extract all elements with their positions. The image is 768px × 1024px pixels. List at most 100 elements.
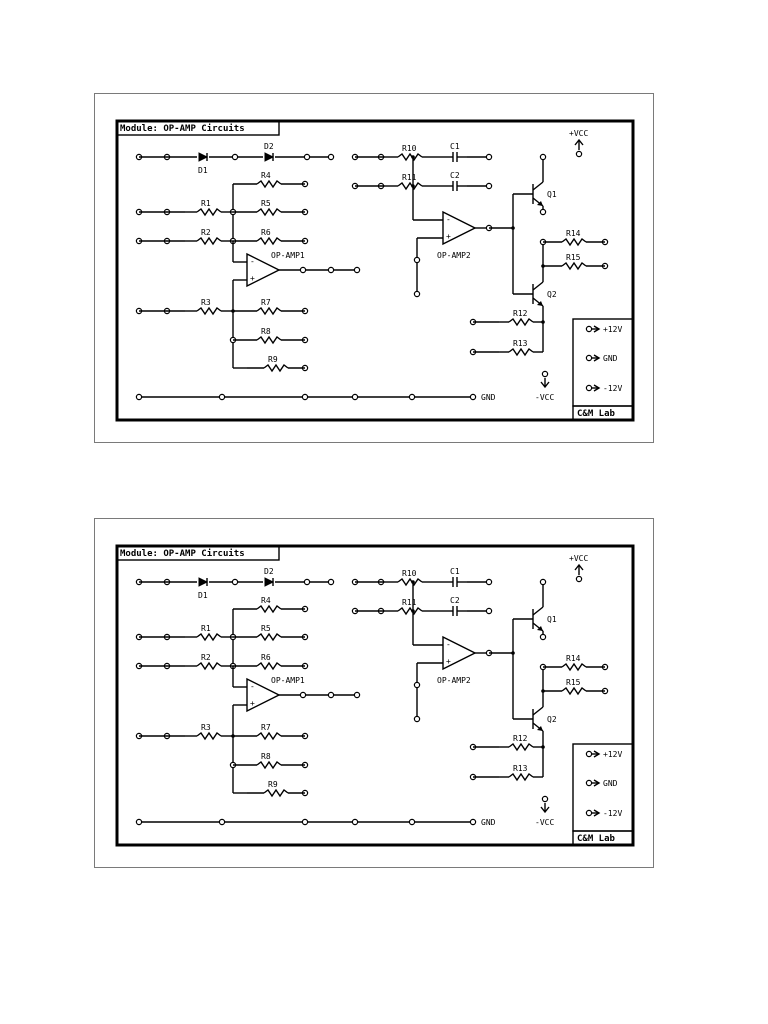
resistor-label: R8 <box>261 327 271 336</box>
terminal-node <box>485 607 493 615</box>
power-terminal-label: GND <box>603 779 618 788</box>
diode-d1: D1 <box>198 577 209 600</box>
resistor-r13: R13 <box>499 764 543 782</box>
vcc-negative-label: -VCC <box>535 393 554 402</box>
opamp-opamp1: -+OP-AMP1 <box>246 676 305 713</box>
capacitor-c2: C2 <box>443 171 467 191</box>
transistor-label: Q1 <box>547 615 557 624</box>
board-border <box>115 119 635 422</box>
diode-label: D2 <box>264 567 274 576</box>
resistor-r3: R3 <box>185 723 233 741</box>
terminal-node <box>541 795 549 803</box>
terminal-node <box>301 818 309 826</box>
resistor-r14: R14 <box>543 229 605 247</box>
resistor-label: R10 <box>402 569 417 578</box>
terminal-node <box>575 575 583 583</box>
capacitor-c1: C1 <box>443 567 467 587</box>
resistor-r10: R10 <box>385 144 435 162</box>
terminal-node <box>539 578 547 586</box>
terminal-node <box>231 153 239 161</box>
terminal-node <box>408 393 416 401</box>
resistor-label: R13 <box>513 339 528 348</box>
terminal-node <box>469 393 477 401</box>
resistor-label: R11 <box>402 598 417 607</box>
plus-sign: + <box>250 699 255 708</box>
terminal-node <box>469 818 477 826</box>
terminal-node <box>485 578 493 586</box>
terminal-node <box>539 153 547 161</box>
minus-sign: - <box>250 257 255 266</box>
resistor-r4: R4 <box>233 171 305 189</box>
lab-label-box: C&M Lab <box>572 830 634 846</box>
resistor-label: R11 <box>402 173 417 182</box>
gnd-terminal: GND <box>585 354 618 363</box>
module-title: Module: OP-AMP Circuits <box>120 548 245 559</box>
opamp-label: OP-AMP2 <box>437 251 471 260</box>
resistor-r2: R2 <box>185 228 233 246</box>
plus-sign: + <box>446 232 451 241</box>
diode-row <box>135 578 335 586</box>
vcc-negative: -VCC <box>535 795 554 827</box>
resistor-r2: R2 <box>185 653 233 671</box>
diode-row <box>135 153 335 161</box>
terminal-node <box>539 208 547 216</box>
resistor-label: R1 <box>201 624 211 633</box>
terminal-node <box>413 290 421 298</box>
minus-sign: - <box>250 682 255 691</box>
terminal-node <box>575 150 583 158</box>
resistor-label: R5 <box>261 199 271 208</box>
junction-dot <box>541 320 545 324</box>
transistor-label: Q2 <box>547 715 557 724</box>
resistor-label: R14 <box>566 229 581 238</box>
resistor-r9: R9 <box>247 780 305 798</box>
opamp-opamp1: -+OP-AMP1 <box>246 251 305 288</box>
vcc-positive: +VCC <box>569 554 588 583</box>
terminal-node <box>485 182 493 190</box>
terminal-node <box>408 818 416 826</box>
opamp2-section <box>351 153 609 356</box>
terminal-node <box>413 681 421 689</box>
terminal-node <box>299 266 307 274</box>
terminal-node <box>585 325 593 333</box>
terminal-node <box>327 266 335 274</box>
vcc-positive-label: +VCC <box>569 129 588 138</box>
resistor-r7: R7 <box>233 298 305 316</box>
resistor-r11: R11 <box>385 598 435 616</box>
resistor-r12: R12 <box>499 309 543 327</box>
resistor-label: R9 <box>268 355 278 364</box>
vcc-negative: -VCC <box>535 370 554 402</box>
terminal-node <box>327 691 335 699</box>
terminal-node <box>351 818 359 826</box>
terminal-node <box>585 354 593 362</box>
minus12v-terminal: -12V <box>585 384 622 393</box>
resistor-label: R7 <box>261 723 271 732</box>
resistor-r6: R6 <box>233 653 305 671</box>
vcc-positive-label: +VCC <box>569 554 588 563</box>
resistor-r12: R12 <box>499 734 543 752</box>
terminal-node <box>301 393 309 401</box>
junction-dot <box>541 745 545 749</box>
vcc-negative-label: -VCC <box>535 818 554 827</box>
power-terminal-label: -12V <box>603 809 622 818</box>
lab-label: C&M Lab <box>577 409 616 419</box>
resistor-r1: R1 <box>185 624 233 642</box>
resistor-label: R14 <box>566 654 581 663</box>
terminal-node <box>327 578 335 586</box>
capacitor-c2: C2 <box>443 596 467 616</box>
resistor-r6: R6 <box>233 228 305 246</box>
resistor-r8: R8 <box>233 327 305 345</box>
resistor-r10: R10 <box>385 569 435 587</box>
capacitor-label: C1 <box>450 567 460 576</box>
resistor-r1: R1 <box>185 199 233 217</box>
terminal-node <box>303 153 311 161</box>
resistor-r11: R11 <box>385 173 435 191</box>
terminal-node <box>218 393 226 401</box>
resistor-r14: R14 <box>543 654 605 672</box>
resistor-r15: R15 <box>543 253 605 271</box>
minus-sign: - <box>446 640 451 649</box>
transistor-q1: Q1 <box>532 606 557 632</box>
